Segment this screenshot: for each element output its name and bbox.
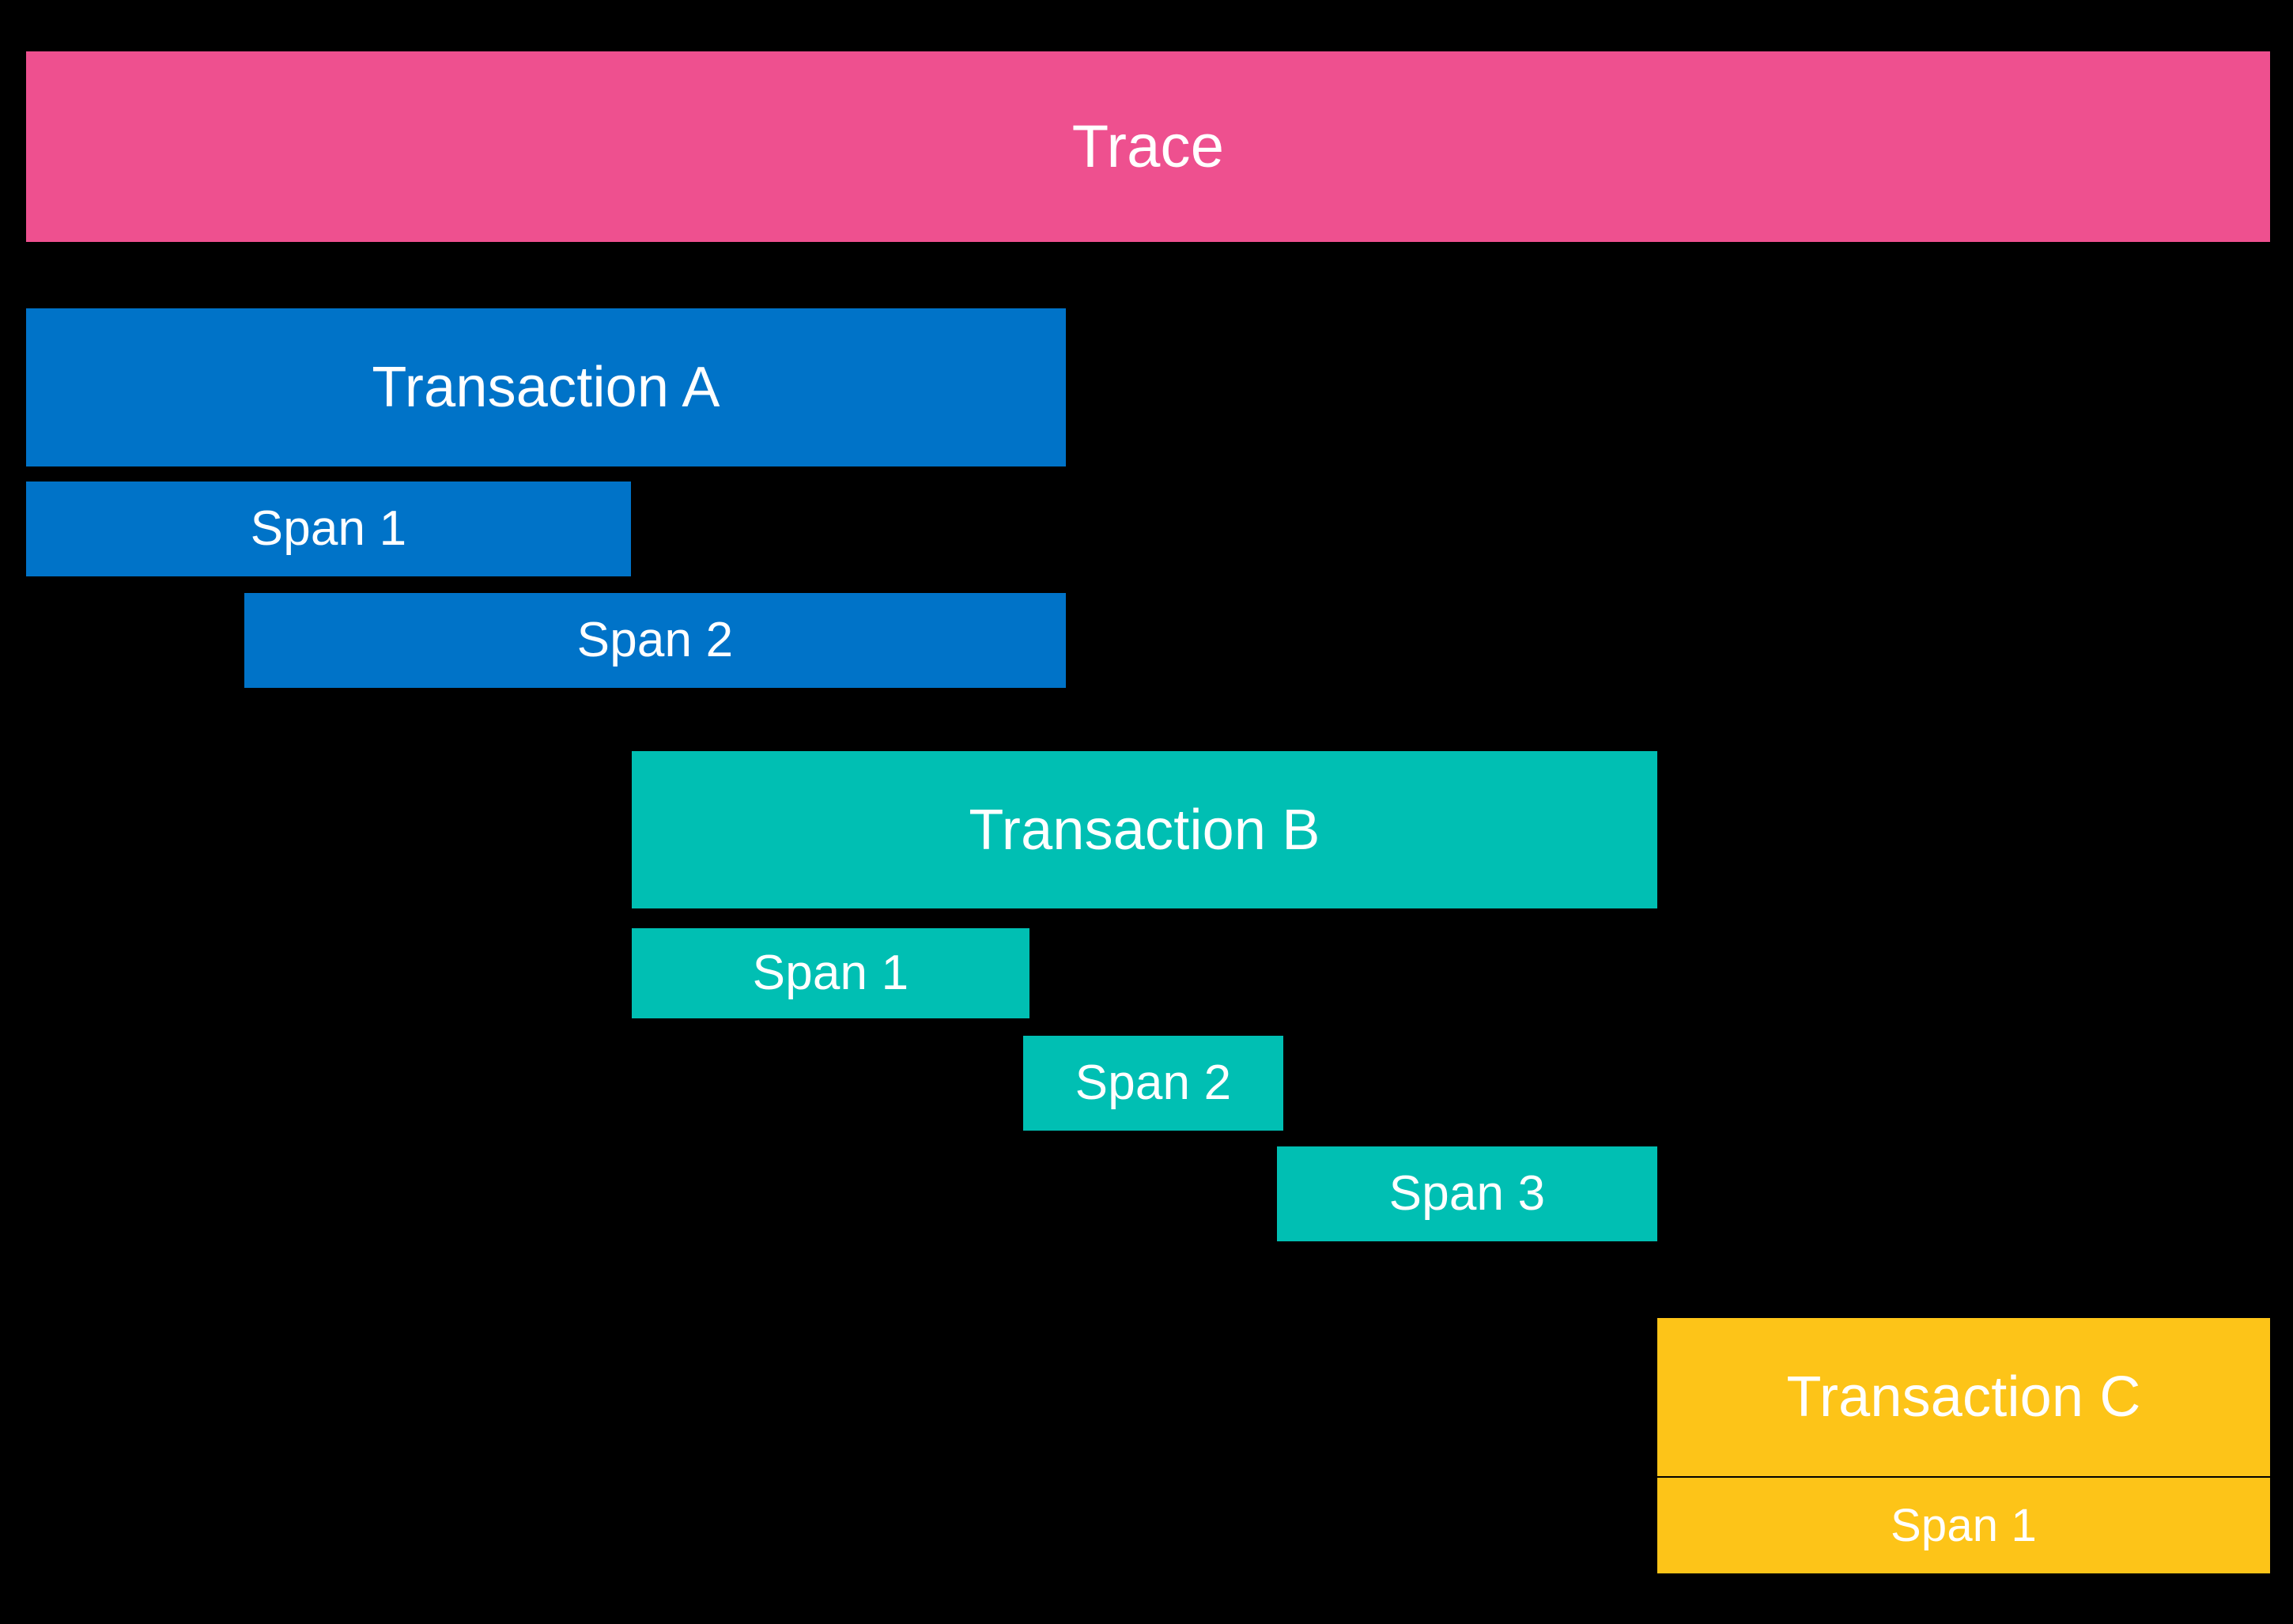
transaction-c-span-1-label: Span 1 xyxy=(1890,1499,2038,1551)
trace-bar[interactable]: Trace xyxy=(26,51,2270,242)
transaction-a-span-2-bar[interactable]: Span 2 xyxy=(244,593,1066,688)
transaction-b-span-1-label: Span 1 xyxy=(752,946,909,1000)
transaction-c-span-1-bar[interactable]: Span 1 xyxy=(1657,1478,2270,1573)
transaction-b-span-1-bar[interactable]: Span 1 xyxy=(632,928,1029,1018)
transaction-b-span-3-bar[interactable]: Span 3 xyxy=(1277,1146,1657,1241)
transaction-b-span-2-bar[interactable]: Span 2 xyxy=(1023,1036,1283,1131)
transaction-a-span-2-label: Span 2 xyxy=(576,613,734,667)
transaction-c-label: Transaction C xyxy=(1786,1365,2141,1429)
transaction-b-span-2-label: Span 2 xyxy=(1075,1056,1232,1110)
trace-bar-label: Trace xyxy=(1071,112,1225,180)
transaction-a-span-1-bar[interactable]: Span 1 xyxy=(26,482,631,576)
transaction-a-span-1-label: Span 1 xyxy=(250,501,407,556)
transaction-c-bar[interactable]: Transaction C xyxy=(1657,1318,2270,1476)
transaction-b-span-3-label: Span 3 xyxy=(1388,1166,1546,1221)
transaction-a-label: Transaction A xyxy=(372,356,720,419)
transaction-b-bar[interactable]: Transaction B xyxy=(632,751,1657,908)
transaction-b-label: Transaction B xyxy=(969,798,1320,862)
transaction-a-bar[interactable]: Transaction A xyxy=(26,308,1066,466)
